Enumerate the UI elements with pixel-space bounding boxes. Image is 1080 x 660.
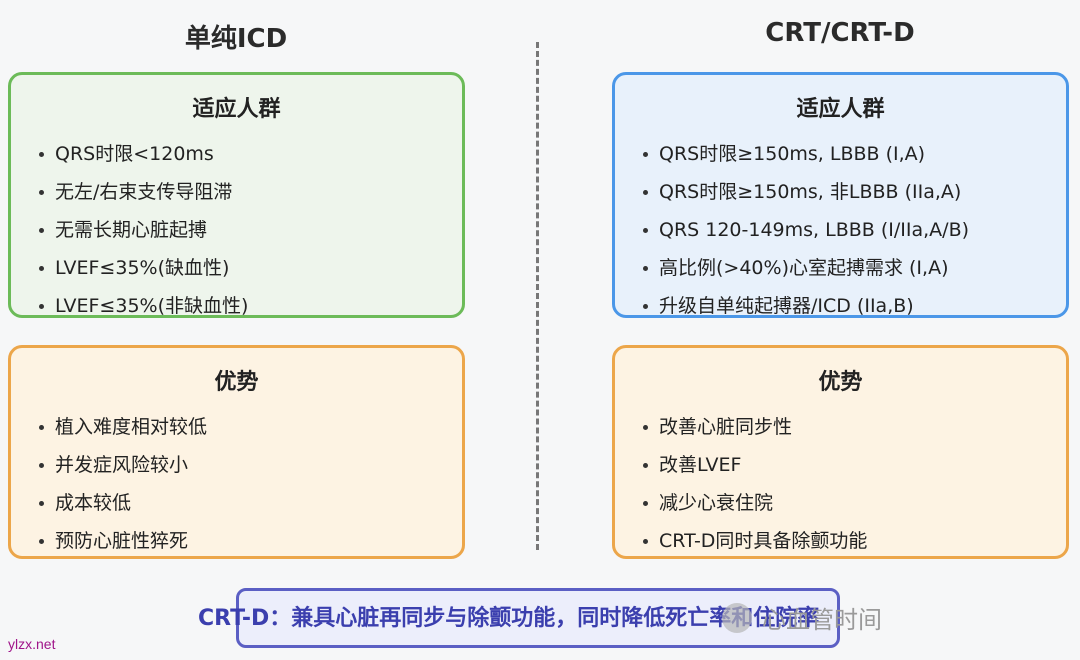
list-item: 成本较低 (39, 484, 462, 522)
wechat-icon (722, 602, 752, 633)
watermark-text: 心血管时间 (762, 606, 882, 634)
list-item: QRS 120-149ms, LBBB (I/IIa,A/B) (643, 211, 1066, 249)
crt-indications-list: QRS时限≥150ms, LBBB (I,A) QRS时限≥150ms, 非LB… (615, 135, 1066, 325)
list-item: LVEF≤35%(缺血性) (39, 249, 462, 287)
list-item: CRT-D同时具备除颤功能 (643, 522, 1066, 560)
left-column-title: 单纯ICD (184, 24, 288, 54)
right-column-title: CRT/CRT-D (765, 18, 915, 48)
list-item: 并发症风险较小 (39, 446, 462, 484)
crt-advantages-panel: 优势 改善心脏同步性 改善LVEF 减少心衰住院 CRT-D同时具备除颤功能 (612, 345, 1069, 559)
list-item: QRS时限≥150ms, LBBB (I,A) (643, 135, 1066, 173)
icd-indications-list: QRS时限<120ms 无左/右束支传导阻滞 无需长期心脏起搏 LVEF≤35%… (11, 135, 462, 325)
panel-title: 优势 (214, 370, 259, 395)
panel-title: 适应人群 (192, 97, 281, 122)
list-item: 无需长期心脏起搏 (39, 211, 462, 249)
crt-indications-panel: 适应人群 QRS时限≥150ms, LBBB (I,A) QRS时限≥150ms… (612, 72, 1069, 318)
list-item: 改善LVEF (643, 446, 1066, 484)
panel-title: 适应人群 (796, 97, 885, 122)
list-item: 减少心衰住院 (643, 484, 1066, 522)
list-item: LVEF≤35%(非缺血性) (39, 287, 462, 325)
list-item: 植入难度相对较低 (39, 408, 462, 446)
icd-indications-panel: 适应人群 QRS时限<120ms 无左/右束支传导阻滞 无需长期心脏起搏 LVE… (8, 72, 465, 318)
icd-advantages-list: 植入难度相对较低 并发症风险较小 成本较低 预防心脏性猝死 (11, 408, 462, 560)
list-item: QRS时限<120ms (39, 135, 462, 173)
site-label: ylzx.net (8, 636, 56, 652)
icd-advantages-panel: 优势 植入难度相对较低 并发症风险较小 成本较低 预防心脏性猝死 (8, 345, 465, 559)
list-item: QRS时限≥150ms, 非LBBB (IIa,A) (643, 173, 1066, 211)
list-item: 改善心脏同步性 (643, 408, 1066, 446)
crt-advantages-list: 改善心脏同步性 改善LVEF 减少心衰住院 CRT-D同时具备除颤功能 (615, 408, 1066, 560)
list-item: 预防心脏性猝死 (39, 522, 462, 560)
list-item: 升级自单纯起搏器/ICD (IIa,B) (643, 287, 1066, 325)
list-item: 高比例(>40%)心室起搏需求 (I,A) (643, 249, 1066, 287)
center-divider (536, 42, 539, 550)
summary-text: CRT-D：兼具心脏再同步与除颤功能，同时降低死亡率和住院率 (198, 606, 820, 631)
panel-title: 优势 (818, 370, 863, 395)
list-item: 无左/右束支传导阻滞 (39, 173, 462, 211)
watermark: 心血管时间 (722, 600, 882, 635)
